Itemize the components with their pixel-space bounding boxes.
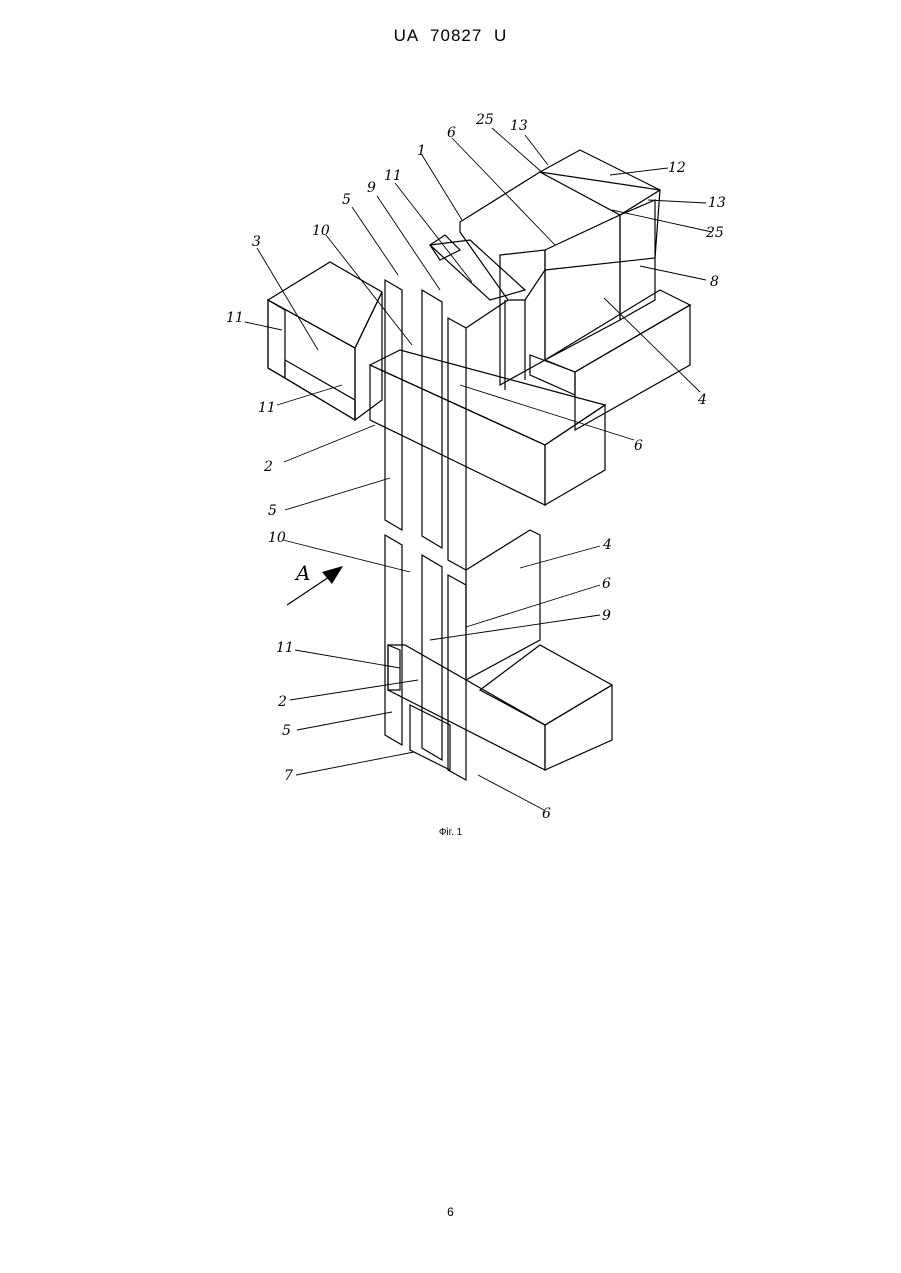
callout-11: 11: [258, 400, 276, 416]
callout-12: 12: [668, 160, 686, 176]
callout-5: 5: [268, 503, 277, 519]
crossbar-2-upper: [370, 350, 605, 505]
callout-25: 25: [705, 225, 724, 241]
upper-wall-structure: [430, 150, 660, 390]
callout-6: 6: [542, 806, 551, 822]
callout-11: 11: [226, 310, 244, 326]
callout-10: 10: [268, 530, 286, 546]
figure-caption: Фіг. 1: [0, 827, 901, 838]
vertical-column-6: [448, 300, 508, 780]
callout-8: 8: [710, 274, 719, 290]
callout-25: 25: [475, 112, 494, 128]
callout-4: 4: [697, 392, 707, 408]
callout-5: 5: [342, 192, 351, 208]
callout-10: 10: [312, 223, 330, 239]
callout-13: 13: [510, 118, 528, 134]
page-number: 6: [0, 1205, 901, 1219]
callout-13: 13: [708, 195, 726, 211]
callout-4: 4: [602, 537, 612, 553]
callout-2: 2: [277, 694, 287, 710]
block-4-middle: [466, 530, 540, 680]
horizontal-beam-4-lower: [480, 645, 612, 770]
callout-6: 6: [634, 438, 643, 454]
callout-9: 9: [367, 180, 376, 196]
callout-3: 3: [252, 234, 261, 250]
callout-11: 11: [384, 168, 402, 184]
callout-5: 5: [282, 723, 291, 739]
callout-9: 9: [602, 608, 611, 624]
callout-1: 1: [417, 143, 426, 159]
callout-7: 7: [284, 768, 293, 784]
horizontal-beam-4-upper: [530, 290, 690, 430]
callout-6: 6: [447, 125, 456, 141]
callout-2: 2: [263, 459, 273, 475]
block-3: [268, 262, 382, 420]
view-arrow-label: A: [294, 561, 310, 585]
callout-6: 6: [602, 576, 611, 592]
callout-11: 11: [276, 640, 294, 656]
